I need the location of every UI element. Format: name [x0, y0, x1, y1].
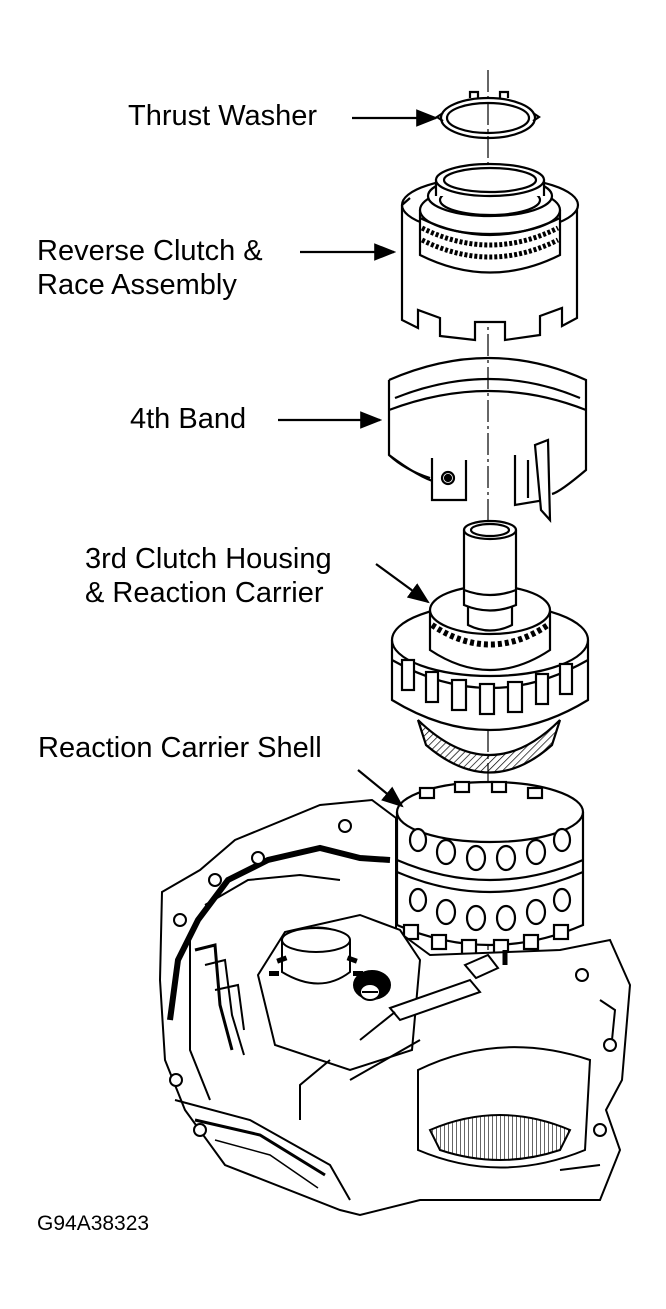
- label-third-clutch-line2: & Reaction Carrier: [85, 577, 324, 609]
- third-clutch-part: [390, 519, 590, 774]
- figure-code: G94A38323: [37, 1212, 150, 1235]
- label-thrust-washer: Thrust Washer: [128, 100, 318, 132]
- label-third-clutch-line1: 3rd Clutch Housing: [85, 543, 332, 575]
- label-reverse-clutch-line2: Race Assembly: [37, 269, 237, 301]
- label-reverse-clutch-line1: Reverse Clutch &: [37, 235, 263, 267]
- fourth-band-part: [387, 356, 588, 523]
- label-reaction-shell: Reaction Carrier Shell: [38, 732, 322, 764]
- third-clutch-leader: [375, 563, 430, 604]
- transmission-case: [158, 798, 632, 1217]
- reverse-clutch-part: [400, 162, 580, 342]
- reaction-shell-part: [395, 780, 585, 956]
- thrust-washer-part: [435, 90, 541, 140]
- reaction-shell-leader: [357, 769, 404, 808]
- label-fourth-band: 4th Band: [130, 403, 247, 435]
